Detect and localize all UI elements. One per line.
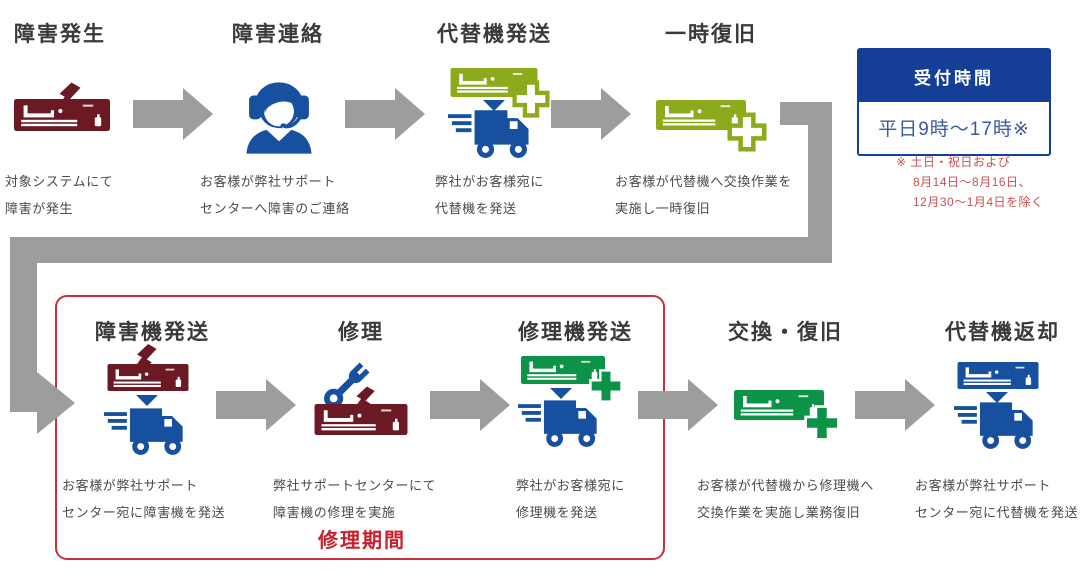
flow-arrow <box>216 379 296 431</box>
step-caption: 弊社がお客様宛に 代替機を発送 <box>435 174 544 216</box>
plus-icon <box>803 404 841 442</box>
step-title: 修理 <box>338 321 384 344</box>
down-arrow-icon <box>136 395 158 406</box>
repair-period-label: 修理期間 <box>318 530 406 552</box>
flow-arrow <box>430 379 510 431</box>
delivery-truck-icon <box>518 400 602 448</box>
step-title: 交換・復旧 <box>728 321 843 344</box>
reception-hours-header: 受付時間 <box>859 50 1049 102</box>
step-caption: お客様が弊社サポート センター宛に代替機を発送 <box>915 478 1079 520</box>
reception-hours-box: 受付時間 平日9時〜17時※ <box>857 48 1051 156</box>
step-title: 障害発生 <box>14 23 106 46</box>
step-title: 障害機発送 <box>95 321 210 344</box>
flow-arrow <box>133 88 213 140</box>
plus-icon <box>588 368 624 404</box>
replacement-device-icon <box>956 362 1040 389</box>
failed-device-icon <box>14 99 110 131</box>
flow-arrow <box>638 379 718 431</box>
reception-hours-value: 平日9時〜17時※ <box>878 119 1030 140</box>
plus-icon <box>727 112 767 152</box>
step-caption: お客様が代替機から修理機へ 交換作業を実施し業務復旧 <box>697 478 874 520</box>
failed-device-icon <box>314 404 408 435</box>
failed-device-icon <box>106 364 190 391</box>
step-title: 代替機返却 <box>945 321 1060 344</box>
step-caption: 対象システムにて 障害が発生 <box>5 174 114 216</box>
step-caption: お客様が弊社サポート センター宛に障害機を発送 <box>62 478 226 520</box>
support-operator-icon <box>235 60 323 154</box>
flow-arrow <box>551 88 631 140</box>
flow-arrow <box>855 379 935 431</box>
step-title: 障害連絡 <box>232 23 324 46</box>
step-caption: お客様が代替機へ交換作業を 実施し一時復旧 <box>615 174 792 216</box>
down-arrow-icon <box>550 388 572 399</box>
step-caption: 弊社がお客様宛に 修理機を発送 <box>516 478 625 520</box>
delivery-truck-icon <box>104 408 188 456</box>
reception-hours-note: ※ 土日・祝日および 8月14日〜8月16日、 12月30〜1月4日を除く <box>896 155 1044 209</box>
delivery-truck-icon <box>954 402 1038 450</box>
step-caption: 弊社サポートセンターにて 障害機の修理を実施 <box>273 478 437 520</box>
step-title: 一時復旧 <box>665 23 757 46</box>
step-caption: お客様が弊社サポート センターへ障害のご連絡 <box>200 174 350 216</box>
step-title: 代替機発送 <box>437 23 552 46</box>
delivery-truck-icon <box>448 110 534 159</box>
step-title: 修理機発送 <box>518 321 633 344</box>
flow-arrow <box>345 88 425 140</box>
